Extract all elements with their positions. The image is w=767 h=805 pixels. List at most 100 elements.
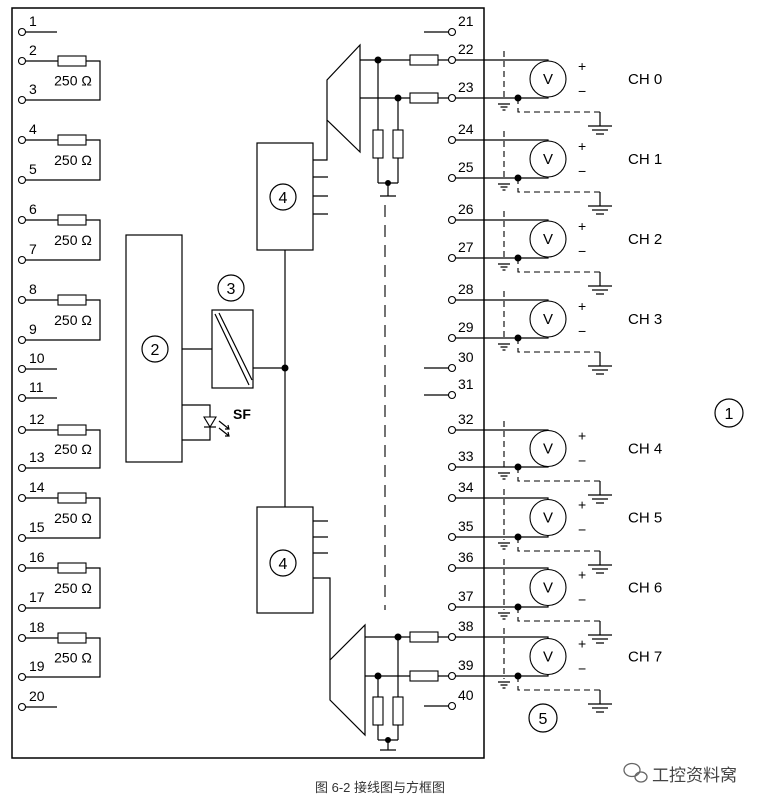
pin-number: 13 (29, 449, 45, 465)
ground-icon (588, 690, 612, 713)
junction-dot (514, 672, 522, 680)
plus-sign: + (578, 567, 586, 583)
pin-number: 29 (458, 319, 474, 335)
input-resistor (409, 54, 439, 66)
resistor-symbol (57, 492, 87, 504)
ground-icon (588, 481, 612, 504)
terminal-point (447, 563, 457, 573)
voltage-symbol: V (543, 510, 553, 527)
voltage-symbol: V (543, 649, 553, 666)
terminal-point (447, 493, 457, 503)
callout-ring (528, 703, 558, 733)
block-4-upper-stubs (313, 176, 328, 215)
input-resistor (409, 631, 439, 643)
resistor-value: 250 Ω (54, 73, 92, 89)
resistor-value: 250 Ω (54, 441, 92, 457)
terminal-point (447, 27, 457, 37)
plus-sign: + (578, 497, 586, 513)
ground-icon (588, 621, 612, 644)
bias-resistor (392, 696, 404, 726)
callout-number: 4 (279, 190, 288, 207)
terminal-point (17, 175, 27, 185)
junction-dot (514, 533, 522, 541)
wechat-icon (623, 762, 648, 783)
terminal-point (17, 702, 27, 712)
terminal-point (17, 215, 27, 225)
pin-number: 39 (458, 657, 474, 673)
minus-sign: − (578, 83, 586, 99)
function-block-4-lower (256, 506, 314, 614)
led-label: SF (233, 406, 251, 422)
shunt-resistor-1: 250 Ω (25, 134, 101, 181)
terminal-1: 1 (17, 13, 57, 37)
pin-number: 30 (458, 349, 474, 365)
terminal-29: 29 (447, 319, 474, 343)
terminal-34: 34 (447, 479, 474, 503)
pin-number: 8 (29, 281, 37, 297)
channel-label: CH 6 (628, 580, 662, 597)
ground-icon (588, 352, 612, 375)
shunt-resistor-7: 250 Ω (25, 632, 101, 678)
shield-ground-icon (498, 542, 510, 550)
shield-ground-icon (498, 263, 510, 271)
pin-number: 3 (29, 81, 37, 97)
shunt-resistor-5: 250 Ω (25, 492, 101, 539)
resistor-value: 250 Ω (54, 510, 92, 526)
pin-number: 24 (458, 121, 474, 137)
terminal-38: 38 (447, 618, 474, 642)
watermark: 工控资料窝 (623, 762, 737, 785)
minus-sign: − (578, 592, 586, 608)
terminal-33: 33 (447, 448, 474, 472)
minus-sign: − (578, 243, 586, 259)
bias-network (377, 637, 399, 751)
ground-icon (588, 192, 612, 215)
terminal-17: 17 (17, 589, 45, 613)
junction-dot (514, 94, 522, 102)
terminal-12: 12 (17, 411, 45, 435)
channel-0: V+−CH 0 (455, 51, 662, 135)
terminal-point (447, 602, 457, 612)
pin-number: 26 (458, 201, 474, 217)
terminal-point (447, 173, 457, 183)
voltage-symbol: V (543, 580, 553, 597)
module-outline (11, 7, 485, 759)
isolation-diagonal (214, 312, 253, 386)
multiplexer-upper (326, 43, 449, 197)
shield-ground-icon (498, 681, 510, 689)
shunt-resistor-2: 250 Ω (25, 214, 101, 261)
junction-dot (514, 603, 522, 611)
voltage-symbol: V (543, 441, 553, 458)
junction-dot (514, 174, 522, 182)
minus-sign: − (578, 661, 586, 677)
callout-ring (714, 398, 744, 428)
input-resistor (409, 670, 439, 682)
callout-4-upper: 4 (269, 183, 297, 211)
terminal-point (447, 532, 457, 542)
terminal-point (17, 563, 27, 573)
ground-return (517, 676, 600, 691)
terminal-point (447, 253, 457, 263)
ground-icon (588, 272, 612, 295)
callout-ring (269, 183, 297, 211)
multiplexer-lower (329, 623, 449, 751)
ground-return (517, 98, 600, 113)
shunt-resistor-6: 250 Ω (25, 562, 101, 609)
terminal-point (447, 390, 457, 400)
terminal-point (447, 93, 457, 103)
channel-label: CH 0 (628, 71, 662, 88)
pin-number: 12 (29, 411, 45, 427)
callout-2: 2 (141, 335, 169, 363)
terminal-point (17, 493, 27, 503)
resistor-symbol (57, 632, 87, 644)
channel-sources: V+−CH 0V+−CH 1V+−CH 2V+−CH 3V+−CH 4V+−CH… (455, 51, 662, 713)
terminal-32: 32 (447, 411, 474, 435)
pin-number: 27 (458, 239, 474, 255)
terminal-36: 36 (447, 549, 474, 573)
block-4-lower-stubs (313, 520, 328, 554)
pin-number: 11 (29, 379, 44, 395)
resistor-symbol (57, 214, 87, 226)
pin-number: 9 (29, 321, 37, 337)
resistor-symbol (57, 562, 87, 574)
channel-label: CH 5 (628, 510, 662, 527)
